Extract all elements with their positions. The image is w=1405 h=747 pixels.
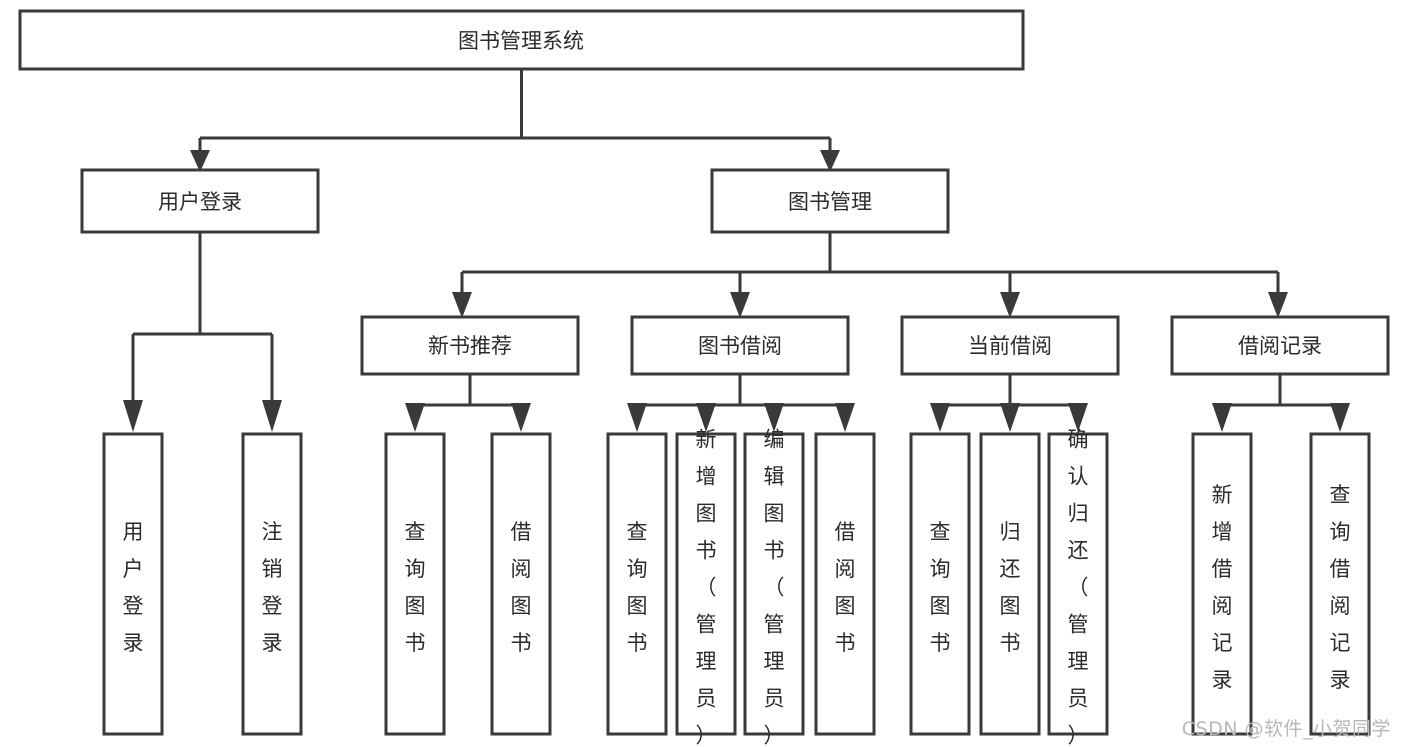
node-leaf-query-book-3-box[interactable] [909, 432, 971, 736]
arrowhead-layer [123, 150, 1350, 432]
node-root-label: 图书管理系统 [458, 29, 584, 53]
node-leaf-borrow-book-2-label: 借阅图书 [835, 520, 856, 655]
arrowhead-icon [190, 150, 210, 172]
node-leaf-query-book-3-label: 查询图书 [930, 520, 951, 655]
node-leaf-query-book-1[interactable]: 查询图书 [384, 432, 446, 736]
node-leaf-edit-book[interactable]: 编辑图书（管理员） [743, 427, 805, 747]
arrowhead-icon [405, 403, 425, 432]
node-user-login[interactable]: 用户登录 [80, 168, 320, 234]
node-new-book-recommend-box[interactable] [360, 315, 580, 376]
node-current-borrow-box[interactable] [900, 315, 1120, 376]
node-user-login-label: 用户登录 [158, 190, 242, 214]
node-leaf-add-record-label: 新增借阅记录 [1212, 483, 1233, 692]
node-book-borrow-label: 图书借阅 [698, 334, 782, 358]
node-leaf-query-book-2[interactable]: 查询图书 [606, 432, 668, 736]
node-leaf-query-record[interactable]: 查询借阅记录 [1309, 432, 1371, 736]
arrowhead-icon [1212, 403, 1232, 432]
node-leaf-borrow-book-2-box[interactable] [814, 432, 876, 736]
node-leaf-logout-box[interactable] [241, 432, 303, 736]
node-leaf-add-book-box[interactable] [675, 432, 737, 736]
arrowhead-icon [262, 400, 282, 432]
node-leaf-borrow-book-1[interactable]: 借阅图书 [490, 432, 552, 736]
node-leaf-edit-book-label: 编辑图书（管理员） [764, 427, 785, 747]
node-borrow-record[interactable]: 借阅记录 [1170, 315, 1390, 376]
arrowhead-icon [820, 150, 840, 172]
node-leaf-return-book[interactable]: 归还图书 [979, 432, 1041, 736]
node-leaf-edit-book-box[interactable] [743, 432, 805, 736]
node-book-management-box[interactable] [710, 168, 950, 234]
node-leaf-confirm-return-box[interactable] [1047, 432, 1109, 736]
arrowhead-icon [696, 403, 716, 432]
node-leaf-user-login-box[interactable] [102, 432, 164, 736]
node-leaf-borrow-book-2[interactable]: 借阅图书 [814, 432, 876, 736]
node-leaf-confirm-return[interactable]: 确认归还（管理员） [1047, 427, 1109, 747]
node-leaf-borrow-book-1-label: 借阅图书 [511, 520, 532, 655]
node-leaf-query-book-1-box[interactable] [384, 432, 446, 736]
arrowhead-icon [1068, 403, 1088, 432]
node-root[interactable]: 图书管理系统 [18, 9, 1025, 71]
arrowhead-icon [511, 403, 531, 432]
node-user-login-box[interactable] [80, 168, 320, 234]
node-leaf-query-book-2-box[interactable] [606, 432, 668, 736]
node-current-borrow[interactable]: 当前借阅 [900, 315, 1120, 376]
node-leaf-logout[interactable]: 注销登录 [241, 432, 303, 736]
node-leaf-add-record-box[interactable] [1191, 432, 1253, 736]
arrowhead-icon [1000, 292, 1020, 318]
node-new-book-recommend-label: 新书推荐 [428, 334, 512, 358]
node-book-management-label: 图书管理 [788, 190, 872, 214]
arrowhead-icon [1000, 403, 1020, 432]
node-leaf-borrow-book-1-box[interactable] [490, 432, 552, 736]
node-leaf-query-record-box[interactable] [1309, 432, 1371, 736]
arrowhead-icon [123, 400, 143, 432]
arrowhead-icon [730, 292, 750, 318]
node-root-box[interactable] [18, 9, 1025, 71]
arrowhead-icon [1268, 292, 1288, 318]
node-leaf-add-book-label: 新增图书（管理员） [696, 427, 717, 747]
node-leaf-return-book-box[interactable] [979, 432, 1041, 736]
node-leaf-confirm-return-label: 确认归还（管理员） [1068, 427, 1089, 747]
node-leaf-user-login-label: 用户登录 [123, 520, 144, 655]
node-leaf-add-record[interactable]: 新增借阅记录 [1191, 432, 1253, 736]
node-leaf-user-login[interactable]: 用户登录 [102, 432, 164, 736]
node-book-borrow-box[interactable] [630, 315, 850, 376]
node-leaf-query-record-label: 查询借阅记录 [1330, 483, 1351, 692]
node-leaf-return-book-label: 归还图书 [1000, 520, 1021, 655]
node-leaf-add-book[interactable]: 新增图书（管理员） [675, 427, 737, 747]
node-leaf-query-book-3[interactable]: 查询图书 [909, 432, 971, 736]
arrowhead-icon [764, 403, 784, 432]
node-borrow-record-box[interactable] [1170, 315, 1390, 376]
node-current-borrow-label: 当前借阅 [968, 334, 1052, 358]
arrowhead-icon [627, 403, 647, 432]
arrowhead-icon [835, 403, 855, 432]
arrowhead-icon [930, 403, 950, 432]
arrowhead-icon [452, 292, 472, 318]
node-book-management[interactable]: 图书管理 [710, 168, 950, 234]
node-new-book-recommend[interactable]: 新书推荐 [360, 315, 580, 376]
arrowhead-icon [1330, 403, 1350, 432]
node-book-borrow[interactable]: 图书借阅 [630, 315, 850, 376]
node-leaf-query-book-1-label: 查询图书 [405, 520, 426, 655]
node-borrow-record-label: 借阅记录 [1238, 334, 1322, 358]
node-leaf-query-book-2-label: 查询图书 [627, 520, 648, 655]
node-leaf-logout-label: 注销登录 [262, 520, 283, 655]
